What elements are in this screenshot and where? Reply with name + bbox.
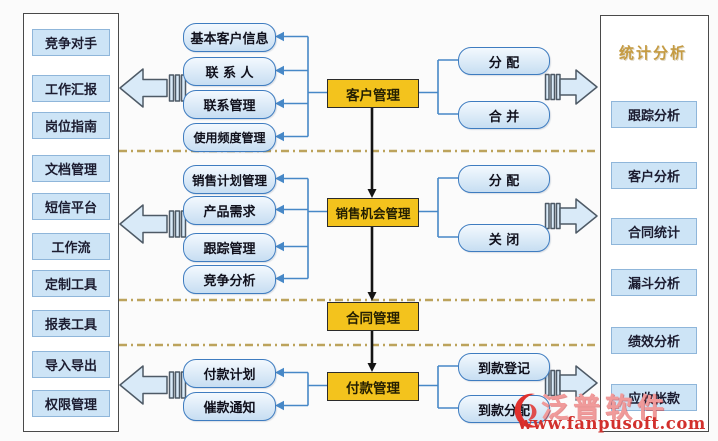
left-panel-item: 报表工具: [32, 310, 110, 337]
right-panel-item: 应收帐款: [611, 384, 697, 411]
block-arrow-left-icon: [119, 68, 187, 108]
watermark: 泛普软件 www.fanpusoft.com: [505, 385, 718, 441]
sales-action-connectors: [417, 177, 458, 238]
customer-action-connectors: [417, 59, 458, 115]
sales-action-node: 关 闭: [458, 224, 550, 252]
payment-action-connectors: [417, 365, 458, 409]
flow-arrow-customer-to-sales: [367, 107, 377, 198]
left-panel-item: 权限管理: [32, 390, 110, 417]
right-panel-item: 客户分析: [611, 162, 697, 189]
watermark-url-text: www.fanpusoft.com: [518, 414, 706, 433]
watermark-brand-text: 泛普软件: [541, 393, 669, 424]
left-panel-item: 定制工具: [32, 270, 110, 297]
right-panel-item: 跟踪分析: [611, 101, 697, 128]
block-arrow-right-icon: [544, 69, 598, 105]
block-arrow-left-icon: [119, 365, 187, 405]
sales-detail-connectors: [275, 173, 327, 284]
block-arrow-right-icon: [544, 198, 598, 234]
center-node-payment: 付款管理: [327, 372, 419, 401]
sales-detail-node: 销售计划管理: [183, 165, 276, 194]
left-panel-item: 工作流: [32, 233, 110, 260]
flow-arrow-sales-to-contract: [367, 226, 377, 301]
customer-detail-node: 使用频度管理: [183, 123, 276, 152]
flow-arrow-contract-to-payment: [367, 330, 377, 372]
payment-detail-node: 催款通知: [183, 392, 276, 421]
customer-detail-node: 基本客户信息: [183, 23, 276, 52]
payment-action-node: 到款登记: [458, 353, 550, 381]
left-panel-item: 工作汇报: [32, 75, 110, 102]
center-node-sales: 销售机会管理: [327, 198, 419, 227]
center-node-contract: 合同管理: [327, 302, 419, 331]
left-panel-item: 短信平台: [32, 193, 110, 220]
sales-action-node: 分 配: [458, 165, 550, 193]
customer-action-node: 分 配: [458, 47, 550, 75]
right-panel-item: 漏斗分析: [611, 269, 697, 296]
payment-detail-connectors: [275, 367, 327, 411]
customer-detail-node: 联 系 人: [183, 57, 276, 86]
block-arrow-right-icon: [544, 365, 598, 401]
left-panel-item: 竞争对手: [32, 29, 110, 56]
customer-action-node: 合 并: [458, 101, 550, 129]
block-arrow-left-icon: [119, 204, 187, 244]
sales-detail-node: 竞争分析: [183, 265, 276, 294]
customer-detail-node: 联系管理: [183, 90, 276, 119]
left-panel-item: 导入导出: [32, 351, 110, 378]
customer-detail-connectors: [275, 31, 327, 142]
payment-detail-node: 付款计划: [183, 359, 276, 388]
right-panel-title: 统计分析: [619, 44, 688, 62]
sales-detail-node: 跟踪管理: [183, 233, 276, 262]
right-panel-item: 绩效分析: [611, 327, 697, 354]
center-node-customer: 客户管理: [327, 79, 419, 108]
right-panel-item: 合同统计: [611, 218, 697, 245]
left-panel-item: 岗位指南: [32, 112, 110, 139]
sales-detail-node: 产品需求: [183, 196, 276, 225]
left-panel-item: 文档管理: [32, 155, 110, 182]
fanpu-logo-icon: [514, 393, 539, 428]
